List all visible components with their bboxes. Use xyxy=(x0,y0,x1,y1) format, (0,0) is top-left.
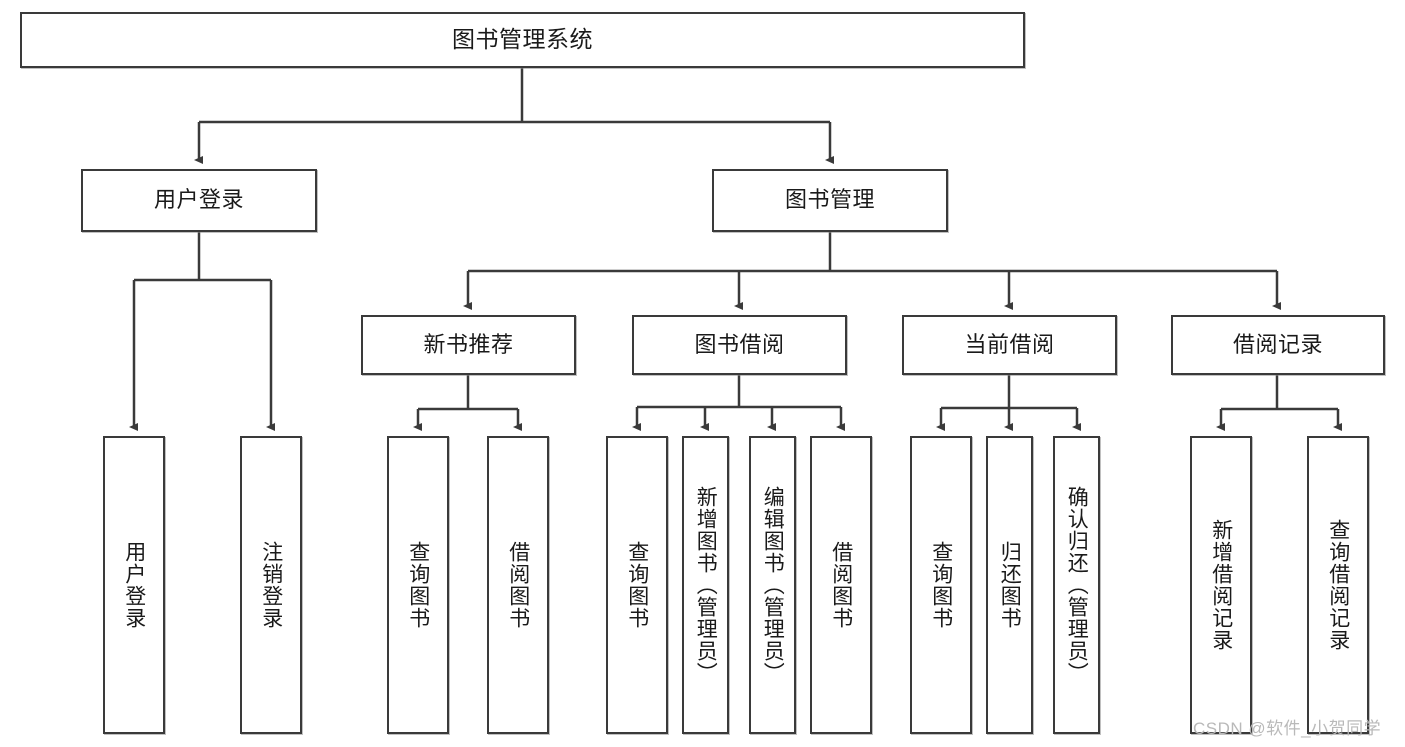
node-label: 借阅图书 xyxy=(829,541,853,629)
node-label: 用户登录 xyxy=(153,187,244,213)
node-book-borrow[interactable]: 图书借阅 xyxy=(632,315,847,375)
node-leaf-query-book-recommend[interactable]: 查询图书 xyxy=(387,436,449,734)
node-label: 借阅记录 xyxy=(1232,331,1323,357)
node-label: 图书借阅 xyxy=(694,331,785,357)
node-leaf-return-book[interactable]: 归还图书 xyxy=(986,436,1033,734)
node-user-login[interactable]: 用户登录 xyxy=(81,169,317,232)
node-leaf-user-login[interactable]: 用户登录 xyxy=(103,436,165,734)
node-label: 查询借阅记录 xyxy=(1326,519,1350,651)
node-leaf-edit-book-admin[interactable]: 编辑图书（管理员） xyxy=(749,436,796,734)
node-label: 新书推荐 xyxy=(423,331,514,357)
node-leaf-borrow-book-recommend[interactable]: 借阅图书 xyxy=(487,436,549,734)
node-new-book-recommend[interactable]: 新书推荐 xyxy=(361,315,576,375)
node-label: 新增借阅记录 xyxy=(1209,519,1233,651)
node-label: 归还图书 xyxy=(998,541,1022,629)
node-current-borrow[interactable]: 当前借阅 xyxy=(902,315,1117,375)
node-book-management-system[interactable]: 图书管理系统 xyxy=(20,12,1025,68)
node-label: 借阅图书 xyxy=(506,541,530,629)
node-label: 新增图书（管理员） xyxy=(694,486,718,684)
node-label: 图书管理 xyxy=(784,187,875,213)
node-leaf-logout-login[interactable]: 注销登录 xyxy=(240,436,302,734)
node-label: 查询图书 xyxy=(625,541,649,629)
node-leaf-query-borrow-record[interactable]: 查询借阅记录 xyxy=(1307,436,1369,734)
node-label: 查询图书 xyxy=(929,541,953,629)
node-label: 注销登录 xyxy=(259,541,283,629)
node-borrow-record[interactable]: 借阅记录 xyxy=(1171,315,1385,375)
node-leaf-borrow-book-borrow[interactable]: 借阅图书 xyxy=(810,436,872,734)
node-label: 用户登录 xyxy=(122,541,146,629)
node-leaf-query-book-current[interactable]: 查询图书 xyxy=(910,436,972,734)
node-label: 图书管理系统 xyxy=(452,26,593,53)
node-leaf-add-book-admin[interactable]: 新增图书（管理员） xyxy=(682,436,729,734)
node-leaf-confirm-return-admin[interactable]: 确认归还（管理员） xyxy=(1053,436,1100,734)
node-leaf-query-book-borrow[interactable]: 查询图书 xyxy=(606,436,668,734)
csdn-watermark: CSDN @软件_小贺同学 xyxy=(1193,719,1382,738)
node-label: 编辑图书（管理员） xyxy=(761,486,785,684)
node-label: 确认归还（管理员） xyxy=(1065,486,1089,684)
node-label: 当前借阅 xyxy=(964,331,1055,357)
node-book-management[interactable]: 图书管理 xyxy=(712,169,948,232)
node-label: 查询图书 xyxy=(406,541,430,629)
node-leaf-add-borrow-record[interactable]: 新增借阅记录 xyxy=(1190,436,1252,734)
